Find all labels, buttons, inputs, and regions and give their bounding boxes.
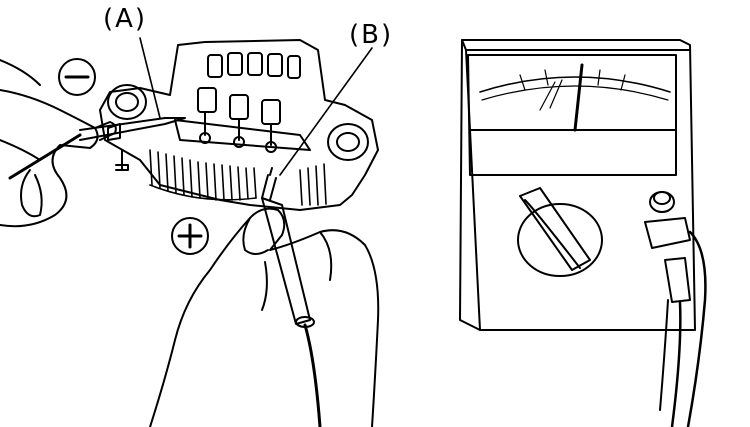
rectifier-assembly — [99, 39, 379, 211]
zero-adjust-knob — [649, 191, 675, 213]
multimeter — [459, 39, 707, 427]
meter-dial — [467, 54, 677, 176]
minus-symbol — [58, 58, 96, 96]
hand-right — [149, 207, 380, 427]
label-b: (B) — [349, 20, 394, 50]
plus-symbol — [171, 217, 209, 255]
leader-line-b — [279, 47, 373, 176]
probe-b — [261, 167, 322, 427]
range-selector-knob — [517, 187, 603, 277]
hand-left — [0, 59, 117, 228]
lead-plug — [644, 217, 707, 427]
leader-line-a — [139, 37, 161, 119]
label-a: (A) — [103, 4, 148, 34]
heat-sink-fins — [149, 149, 327, 206]
